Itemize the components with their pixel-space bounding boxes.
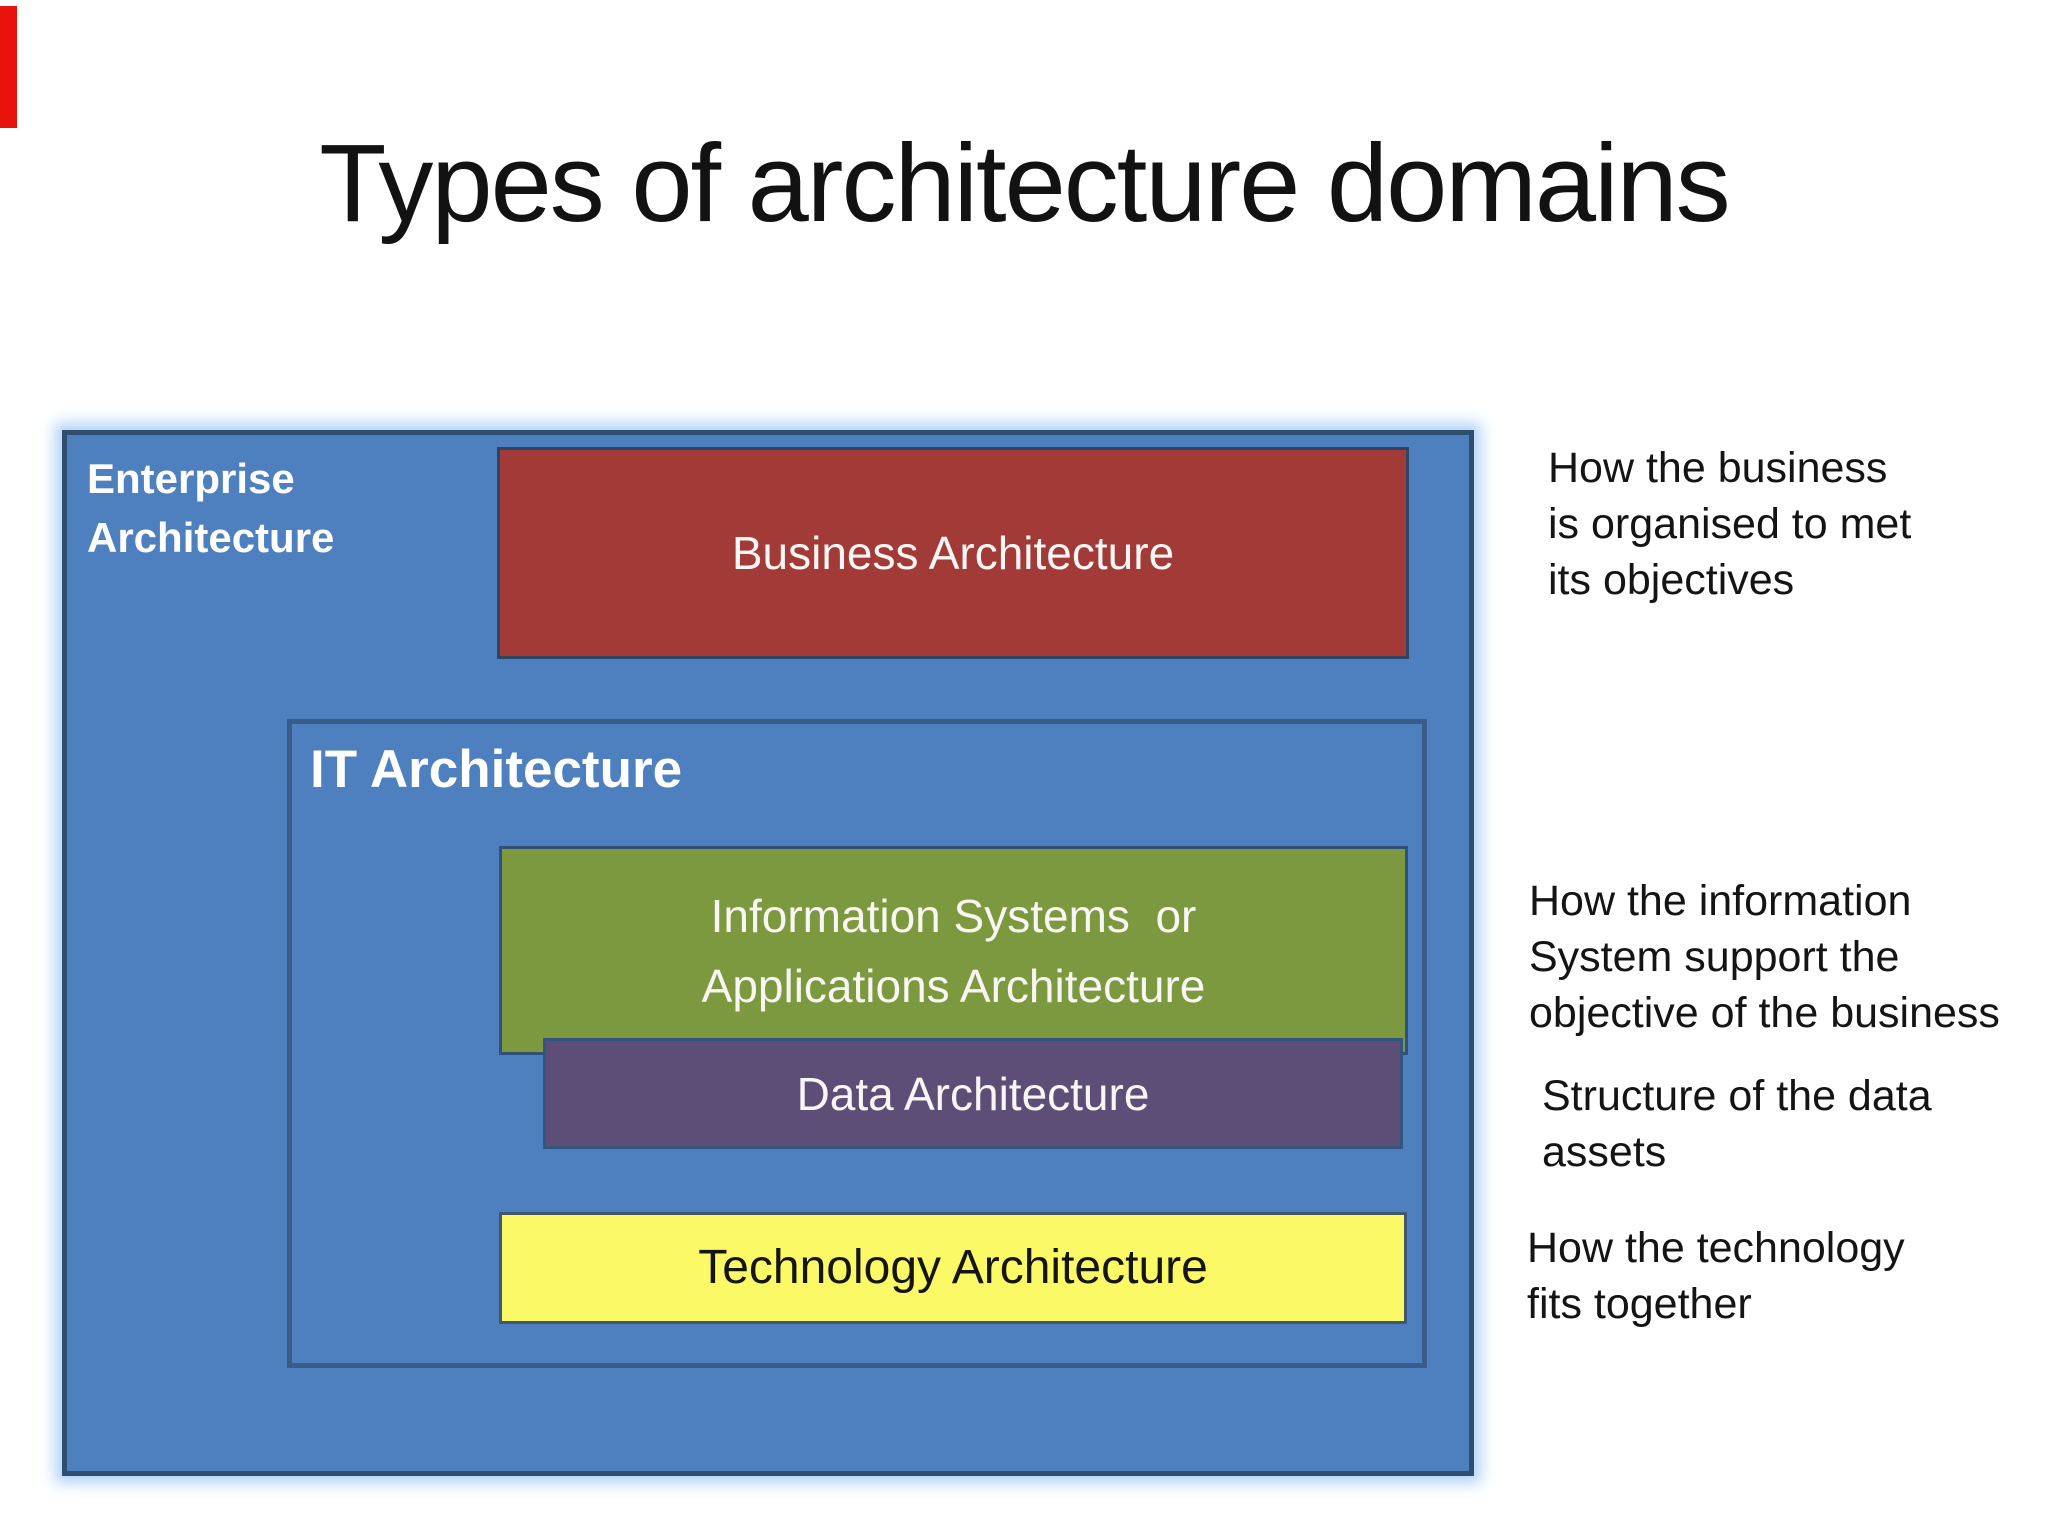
annotation-data-architecture: Structure of the data assets xyxy=(1542,1072,1944,1176)
annotation-information-systems: How the information System support the o… xyxy=(1529,877,2000,1037)
technology-architecture-label: Technology Architecture xyxy=(698,1241,1208,1294)
it-architecture-label: IT Architecture xyxy=(310,740,683,799)
annotation-business-architecture: How the business is organised to met its… xyxy=(1548,444,1912,604)
data-architecture-label: Data Architecture xyxy=(796,1067,1150,1120)
enterprise-architecture-box: Enterprise Architecture Business Archite… xyxy=(62,430,1474,1476)
data-architecture-box: Data Architecture xyxy=(543,1038,1403,1149)
information-systems-label: Information Systems or Applications Arch… xyxy=(701,889,1206,1012)
slide-title: Types of architecture domains xyxy=(319,122,1730,245)
technology-architecture-box: Technology Architecture xyxy=(499,1212,1407,1324)
information-systems-box: Information Systems or Applications Arch… xyxy=(499,846,1408,1055)
annotation-technology-architecture: How the technology fits together xyxy=(1527,1224,1905,1328)
business-architecture-box: Business Architecture xyxy=(497,447,1409,659)
it-architecture-box: IT Architecture Information Systems or A… xyxy=(287,719,1427,1368)
business-architecture-label: Business Architecture xyxy=(731,527,1175,579)
red-edge-marker xyxy=(0,6,17,128)
enterprise-architecture-label: Enterprise Architecture xyxy=(87,455,335,561)
